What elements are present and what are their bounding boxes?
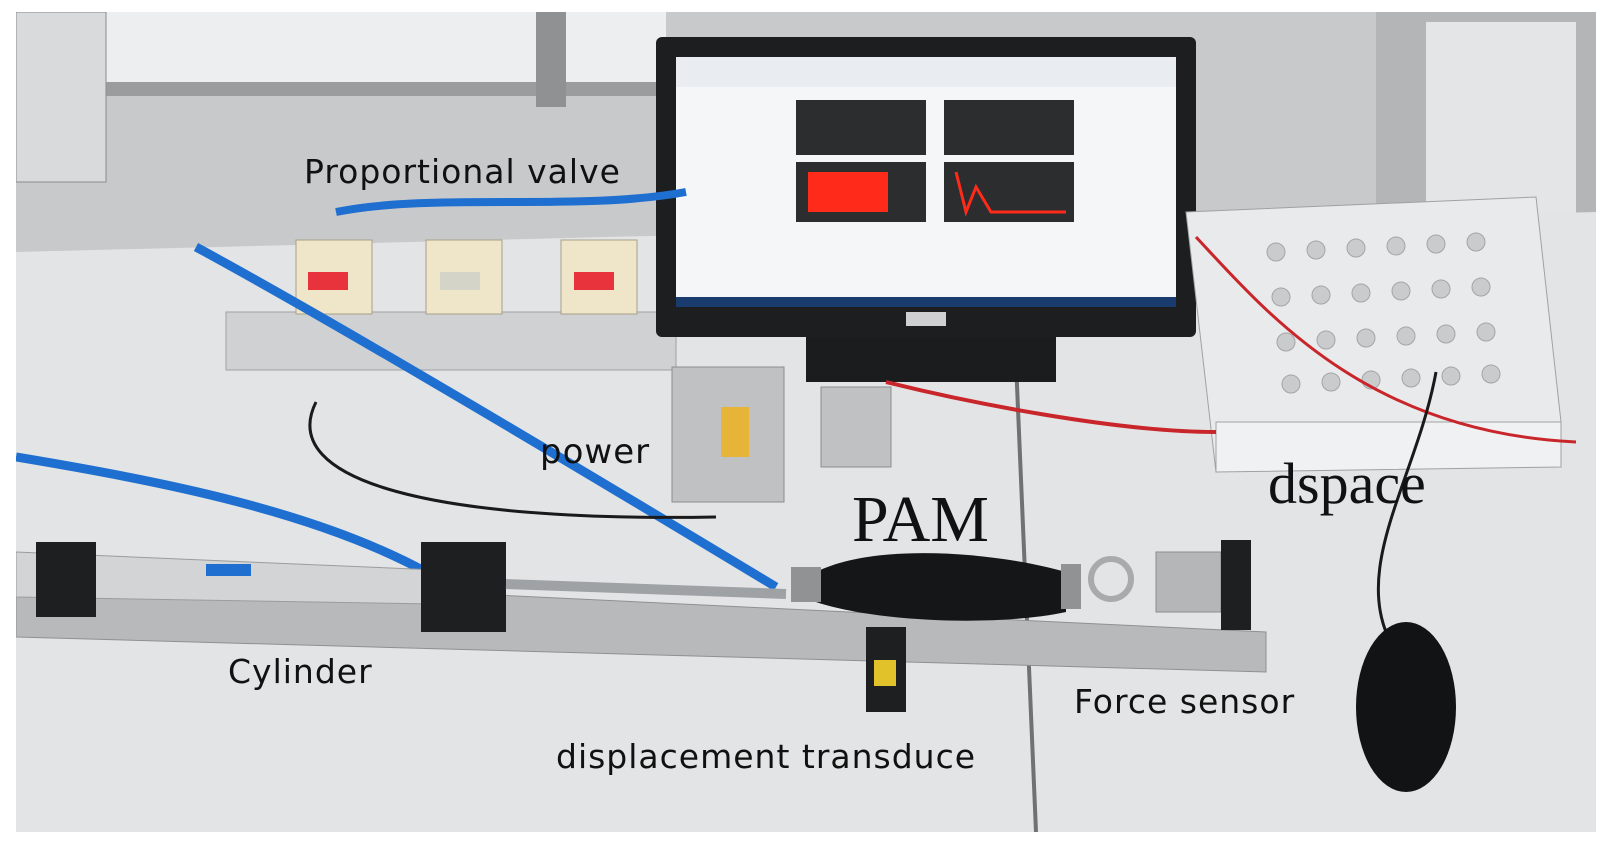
eye-bolt [1088,556,1134,602]
screen-toolbar [676,57,1176,87]
screen-plot-3-signal [808,172,888,212]
computer-mouse [1356,622,1456,792]
monitor-stand [806,337,1056,382]
cables [16,188,1577,653]
blue-tube-1 [193,243,779,591]
shelf-panel [16,12,666,82]
small-module [820,386,892,468]
label-cylinder: Cylinder [228,652,373,691]
valve-1-display [308,272,348,290]
pneumatic-muscle [816,553,1066,621]
shelf-edge [16,82,666,96]
valve-rail [225,311,677,371]
mid-block [421,542,506,632]
pam-fitting-left [791,567,821,602]
piston-rod [505,579,787,599]
shelf-post [536,12,566,107]
microlabbox [1185,196,1562,473]
cabinet-left [16,12,107,183]
red-wire-2 [1194,235,1577,444]
blue-tube-3 [335,188,687,216]
valve-2-display [440,272,480,290]
screen-taskbar [676,297,1176,307]
label-pam: PAM [852,483,989,556]
valve-3-display [574,272,614,290]
black-cable-1 [308,401,717,519]
cylinder-label [206,564,251,576]
microlabbox-front [1215,421,1562,473]
proportional-valves [295,239,638,315]
end-block-right [1221,540,1251,630]
label-displacement-transducer: displacement transduce [556,737,977,776]
displacement-sensor-label [874,660,896,686]
screen-plot-2 [944,100,1074,155]
blue-tube-2 [16,452,429,576]
screen-plot-1 [796,100,926,155]
label-force-sensor: Force sensor [1074,682,1296,721]
connector-grid [1266,232,1501,394]
cabinet-door [1426,22,1576,222]
monitor-logo-plate [906,312,946,326]
mouse-cable [1376,371,1438,653]
power-supply-label [721,407,749,457]
test-rail [16,542,1267,673]
monitor [656,37,1196,382]
pam-fitting-right [1061,564,1081,609]
test-rig-photo [16,12,1596,832]
red-wire-1 [885,380,1217,434]
end-block-left [36,542,96,617]
screen-plot-4-signal [954,171,1066,217]
force-sensor-body [1155,551,1222,613]
label-power: power [540,432,651,472]
label-dspace: dspace [1268,451,1426,516]
lab-photo: Proportional valve power Cylinder displa… [16,12,1596,832]
label-proportional-valve: Proportional valve [304,152,621,191]
